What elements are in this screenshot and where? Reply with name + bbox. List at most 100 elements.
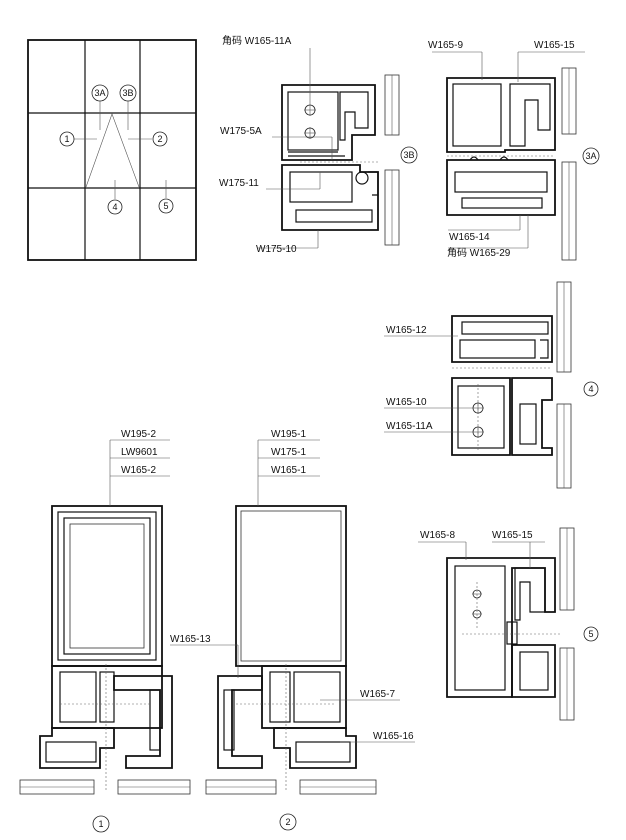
marker-circle <box>59 131 75 147</box>
profile-chamber <box>452 83 502 147</box>
part-label: W165-13 <box>170 634 211 645</box>
marker-circle <box>119 84 137 102</box>
elevation-diagram: 3A 3B 1 2 4 5 <box>27 39 197 261</box>
section-marker-2: 2 <box>285 817 290 827</box>
profile-chamber <box>459 339 536 359</box>
frame-chamber <box>45 741 97 763</box>
frame-profile <box>39 727 115 769</box>
section-marker-1: 1 <box>98 819 103 829</box>
marker-circle <box>400 146 418 164</box>
part-label: W175-10 <box>256 244 297 255</box>
section-4: W165-12 W165-10 W165-11A 4 <box>384 281 599 489</box>
section-3b: 角码 W165-11A W175-5A W175-11 W175-10 3B <box>219 35 418 255</box>
marker-circle <box>92 815 110 833</box>
gasket <box>506 621 518 645</box>
corner-key <box>287 91 339 151</box>
gasket <box>469 156 509 161</box>
section-marker-5: 5 <box>588 629 593 639</box>
profile-chamber <box>519 403 537 445</box>
sash-chamber <box>293 671 341 723</box>
elevation-marker-5: 5 <box>163 201 168 211</box>
profile-chamber <box>514 567 546 621</box>
part-label: W195-2 <box>121 429 156 440</box>
profile-chamber <box>295 209 373 223</box>
profile-chamber <box>461 321 549 335</box>
part-label: W195-1 <box>271 429 306 440</box>
profile-outline <box>451 377 511 456</box>
frame-profile <box>217 675 263 769</box>
marker-circle <box>158 198 174 214</box>
marker-circle <box>107 199 123 215</box>
part-label: W165-14 <box>449 232 490 243</box>
part-label: W165-16 <box>373 731 414 742</box>
part-label: W165-15 <box>534 40 575 51</box>
glass-pane <box>240 510 342 662</box>
profile-outline <box>511 377 553 456</box>
marker-circle <box>583 381 599 397</box>
profile-chamber <box>509 83 551 147</box>
marker-circle <box>583 626 599 642</box>
elevation-frame <box>27 39 197 261</box>
frame-profile <box>113 675 173 769</box>
elevation-marker-2: 2 <box>157 134 162 144</box>
sash-chamber <box>99 671 115 723</box>
elevation-marker-1: 1 <box>64 134 69 144</box>
part-label: W175-5A <box>220 126 262 137</box>
profile-outline <box>451 315 553 363</box>
section-3a: W165-9 W165-15 W165-14 角码 W165-29 3A <box>428 40 600 261</box>
sash-base <box>261 665 347 729</box>
section-marker-3b: 3B <box>403 150 414 160</box>
part-label: W165-15 <box>492 530 533 541</box>
profile-chamber <box>519 651 549 691</box>
part-label: W165-9 <box>428 40 463 51</box>
section-5: W165-8 W165-15 5 <box>418 527 599 721</box>
part-label: W165-1 <box>271 465 306 476</box>
profile-chamber <box>339 91 369 141</box>
profile-outline <box>446 77 556 153</box>
sash-chamber <box>59 671 97 723</box>
part-label: W175-1 <box>271 447 306 458</box>
frame-chamber <box>149 689 161 751</box>
part-label: W165-7 <box>360 689 395 700</box>
elevation-marker-4: 4 <box>112 202 117 212</box>
part-label: W165-8 <box>420 530 455 541</box>
section-2: W195-1 W175-1 W165-1 W165-13 W165-7 W165… <box>170 429 415 831</box>
hinge-roller <box>355 171 369 185</box>
part-label: W165-11A <box>386 421 433 432</box>
part-label: 角码 W165-29 <box>447 247 511 259</box>
elevation-marker-3a: 3A <box>94 88 105 98</box>
sash-chamber <box>57 511 157 661</box>
frame-profile <box>273 727 357 769</box>
profile-chamber <box>454 171 548 193</box>
marker-circle <box>582 147 600 165</box>
opening-symbol <box>85 113 140 188</box>
profile-outline <box>281 84 376 161</box>
part-label: W165-10 <box>386 397 427 408</box>
elevation-marker-3b: 3B <box>122 88 133 98</box>
section-1: W195-2 LW9601 W165-2 1 <box>19 429 191 833</box>
part-label: W165-12 <box>386 325 427 336</box>
corner-key <box>457 385 505 449</box>
profile-chamber <box>540 339 549 359</box>
profile-outline <box>446 557 556 698</box>
hinge-hook <box>368 171 379 196</box>
part-label: LW9601 <box>121 447 158 458</box>
marker-circle <box>152 131 168 147</box>
section-marker-4: 4 <box>588 384 593 394</box>
glazing-unit <box>63 517 151 655</box>
profile-outline <box>446 159 556 216</box>
part-label: W175-11 <box>219 178 259 189</box>
profile-chamber <box>461 197 543 209</box>
profile-chamber <box>289 171 353 203</box>
profile-outline <box>511 644 556 698</box>
marker-circle <box>91 84 109 102</box>
marker-circle <box>279 813 297 831</box>
glass-pane <box>69 523 145 649</box>
frame-chamber <box>223 689 235 751</box>
corner-key <box>454 565 506 691</box>
section-marker-3a: 3A <box>585 151 596 161</box>
sash-chamber <box>269 671 291 723</box>
frame-chamber <box>295 741 351 763</box>
part-label: W165-2 <box>121 465 156 476</box>
